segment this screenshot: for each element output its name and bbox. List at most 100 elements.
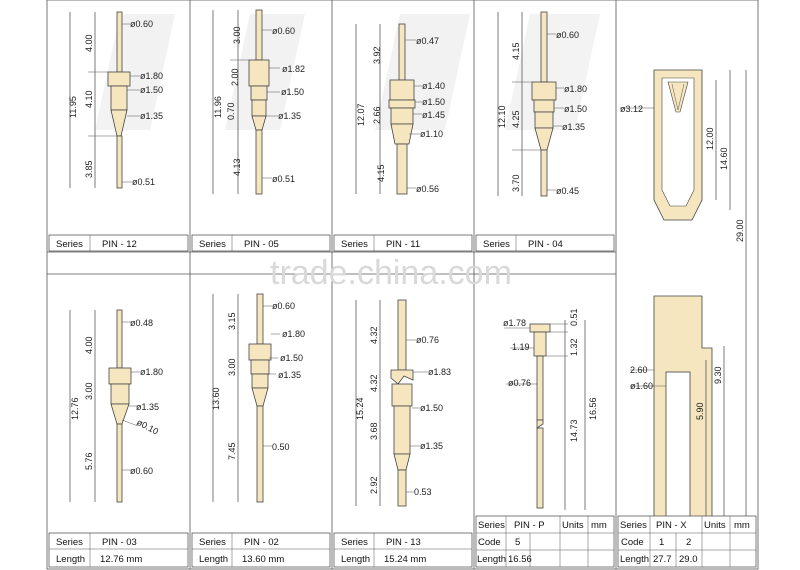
pin-p-d-shaft: ø0.76 [508,378,531,388]
pin-03-dim-tip: 4.00 [84,336,94,354]
pin-x-series-label: Series [620,520,647,531]
pin-04-dim-body: 4.25 [511,110,521,128]
pin-05-dim-total: 11.96 [213,96,223,118]
spec-table-pin-13: Series PIN - 13 Length 15.24 mm [333,532,473,568]
pin-03-dim-body: 3.00 [84,382,94,400]
panel-grid [46,0,759,570]
pin-p-length-label: Length [477,554,506,565]
pin-11-d-body: ø1.45 [422,110,445,120]
pin-11-series-value: PIN - 11 [386,239,420,250]
pin-12-series-label: Series [56,239,83,250]
pin-x-code-2: 2 [686,537,691,548]
pin-03-d-tail: ø0.60 [130,466,153,476]
pin-02-d-shoulder: ø1.50 [280,353,303,363]
pin-02-dim-tail: 7.45 [227,442,237,460]
pin-13-length-value: 15.24 mm [384,554,426,565]
pin-11-dim-tip: 3.92 [372,46,382,64]
pin-04-d-body: ø1.35 [562,122,585,132]
pin-02-d-body: ø1.35 [278,370,301,380]
pin-05-drawing [212,9,280,195]
pin-x-d-bore: ø1.60 [630,381,653,391]
pin-p-code-label: Code [478,537,501,548]
pin-x-units-value: mm [734,520,750,531]
pin-04-d-tail: ø0.45 [556,186,579,196]
pin-03-d-body: ø1.35 [136,402,159,412]
pin-05-dim-tail: 4.13 [232,158,242,176]
pin-x-low2: 9.30 [713,366,723,384]
pin-x-d-bottom: 2.60 [630,365,648,375]
pin-13-dim-tip: 4.32 [369,326,379,344]
pin-02-drawing [212,293,280,503]
pin-13-d-tip: ø0.76 [416,335,439,345]
pin-05-dim-collar: 2.00 [230,68,240,86]
pin-12-dim-tail: 3.85 [84,160,94,178]
pin-13-dim-total: 15.24 [355,397,365,420]
pin-x-units-label: Units [704,520,726,531]
pin-x-low1: 5.90 [695,402,705,420]
pin-11-dim-body: 2.66 [372,106,382,124]
pin-04-series-label: Series [483,239,510,250]
pin-03-drawing [69,309,140,503]
pin-x-code-1: 1 [659,537,664,548]
pin-05-dim-tip: 3.00 [232,26,242,44]
pin-02-length-value: 13.60 mm [242,554,284,565]
pin-p-shoulder-len: 1.32 [569,338,579,356]
pin-11-d-shoulder: ø1.50 [422,97,445,107]
pin-p-head-len: 0.51 [569,308,579,326]
pin-04-dim-tail: 3.70 [511,174,521,192]
pin-02-dim-total: 13.60 [211,387,221,410]
pin-12-drawing [69,11,140,189]
pin-13-series-label: Series [341,537,368,548]
pin-13-d-shoulder: ø1.50 [420,403,443,413]
pin-03-dim-total: 12.76 [70,397,80,420]
pin-12-d-tip: ø0.60 [130,19,153,29]
spec-table-pin-p: Series PIN - P Units mm Code 5 Length 16… [475,515,615,568]
pin-02-dim-tip: 3.15 [227,312,237,330]
pin-03-d-neck: ø0.10 [135,417,160,437]
pin-04-dim-tip: 4.15 [511,42,521,60]
pin-x-drawing [620,69,747,541]
pin-11-dim-tail: 4.15 [376,164,386,182]
background-logo [95,14,600,130]
spec-table-pin-05: Series PIN - 05 [191,234,331,252]
pin-02-series-label: Series [199,537,226,548]
pin-12-series-value: PIN - 12 [102,239,137,250]
pin-13-d-collar: ø1.83 [428,367,451,377]
pin-p-total: 16.56 [588,397,598,420]
pin-03-d-collar: ø1.80 [140,367,163,377]
spec-table-pin-03: Series PIN - 03 Length 12.76 mm [48,532,189,568]
spec-table-pin-x: Series PIN - X Units mm Code 1 2 Length … [617,515,757,568]
pin-04-d-tip: ø0.60 [556,30,579,40]
pin-13-d-tail: 0.53 [414,487,432,497]
pin-04-d-collar: ø1.80 [564,84,587,94]
pin-x-length-1: 27.7 [653,554,672,565]
pin-13-dim-mid: 4.32 [369,374,379,392]
pin-02-series-value: PIN - 02 [244,537,279,548]
pin-12-d-shoulder: ø1.50 [140,85,163,95]
pin-11-d-tip: ø0.47 [416,36,439,46]
pin-x-outer: 14.60 [719,147,729,170]
pin-12-d-tail: ø0.51 [132,177,155,187]
pin-05-series-label: Series [199,239,226,250]
pin-x-total: 29.00 [735,219,745,242]
pin-11-d-neck: ø1.10 [420,129,443,139]
pin-02-dim-body: 3.00 [227,358,237,376]
pin-12-dim-total: 11.95 [68,96,78,118]
pin-02-d-tail: 0.50 [272,442,290,452]
pin-04-drawing [497,11,564,197]
pin-x-d-top: ø3.12 [620,104,643,114]
pin-13-drawing [355,299,428,507]
pin-p-units-label: Units [562,520,584,531]
pin-03-length-label: Length [56,554,85,565]
pin-02-d-collar: ø1.80 [282,329,305,339]
pin-13-length-label: Length [341,554,370,565]
pin-p-code-1: 5 [515,537,520,548]
pin-04-series-value: PIN - 04 [528,239,563,250]
spec-table-pin-12: Series PIN - 12 [48,234,189,252]
pin-13-d-body: ø1.35 [420,441,443,451]
pin-04-dim-total: 12.10 [497,105,507,128]
pin-04-d-shoulder: ø1.50 [564,104,587,114]
watermark: trade.china.com [270,254,512,292]
pin-05-d-tip: ø0.60 [272,26,295,36]
